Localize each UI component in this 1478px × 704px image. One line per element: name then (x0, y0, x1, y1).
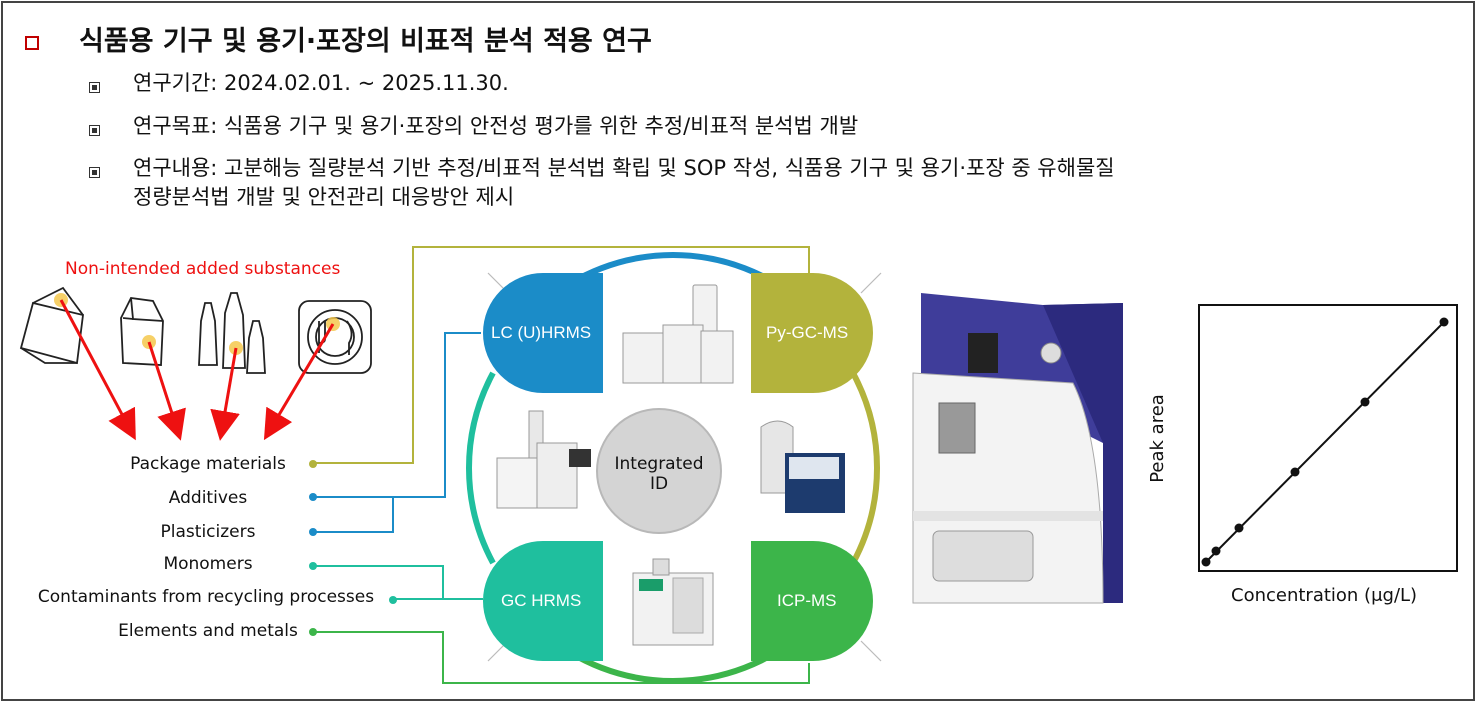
bullet-content-line1: 연구내용: 고분해능 질량분석 기반 추정/비표적 분석법 확립 및 SOP 작… (133, 156, 1115, 180)
milk-carton-icon (120, 297, 164, 366)
category-additives: Additives (168, 488, 248, 508)
bullet-goal: 연구목표: 식품용 기구 및 용기·포장의 안전성 평가를 위한 추정/비표적 … (133, 114, 859, 138)
icp-ms-label: ICP-MS (777, 591, 837, 610)
square-bullet-icon (89, 167, 100, 178)
nias-items (19, 286, 372, 374)
lc-instrument-icon (622, 284, 734, 384)
nias-arrows (59, 299, 335, 441)
square-bullet-icon (89, 82, 100, 93)
py-instrument-icon (760, 420, 845, 513)
category-contaminants: Contaminants from recycling processes (37, 587, 375, 607)
lc-hrms-petal (483, 273, 603, 393)
icp-instrument-icon (632, 558, 714, 646)
highlight-dots (54, 293, 340, 355)
center-line-2: ID (649, 474, 669, 494)
box-container-icon (19, 286, 84, 365)
bullet-period: 연구기간: 2024.02.01. ~ 2025.11.30. (133, 71, 509, 95)
category-monomers: Monomers (163, 554, 253, 574)
calibration-xlabel: Concentration (μg/L) (1231, 585, 1418, 606)
nias-label: Non-intended added substances (65, 259, 341, 279)
square-bullet-icon (89, 125, 100, 136)
integrated-id-label: Integrated ID (609, 454, 709, 494)
bullet-content-line2: 정량분석법 개발 및 안전관리 대응방안 제시 (133, 185, 515, 209)
workflow-diagram (19, 246, 1458, 684)
gc-instrument-left-icon (496, 410, 591, 509)
py-gc-ms-petal (751, 273, 873, 393)
category-package-materials: Package materials (130, 454, 286, 474)
slide-title: 식품용 기구 및 용기·포장의 비표적 분석 적용 연구 (79, 26, 652, 57)
icp-ms-petal (751, 541, 873, 661)
title-bullet-icon (25, 36, 39, 50)
bottles-icon (198, 292, 266, 374)
connector-lines (313, 246, 810, 684)
lc-hrms-label: LC (U)HRMS (491, 323, 592, 342)
calibration-ylabel: Peak area (1146, 394, 1168, 483)
category-elements-metals: Elements and metals (118, 621, 298, 641)
center-line-1: Integrated (614, 454, 704, 474)
integrated-id-circle (596, 408, 722, 534)
gc-hrms-label: GC HRMS (501, 591, 582, 610)
connector-dots (309, 460, 397, 636)
mass-spectrometer-icon (912, 293, 1123, 604)
category-plasticizers: Plasticizers (160, 522, 256, 542)
gc-hrms-petal (483, 541, 603, 661)
calibration-plot (1198, 304, 1458, 572)
py-gc-ms-label: Py-GC-MS (766, 323, 849, 342)
